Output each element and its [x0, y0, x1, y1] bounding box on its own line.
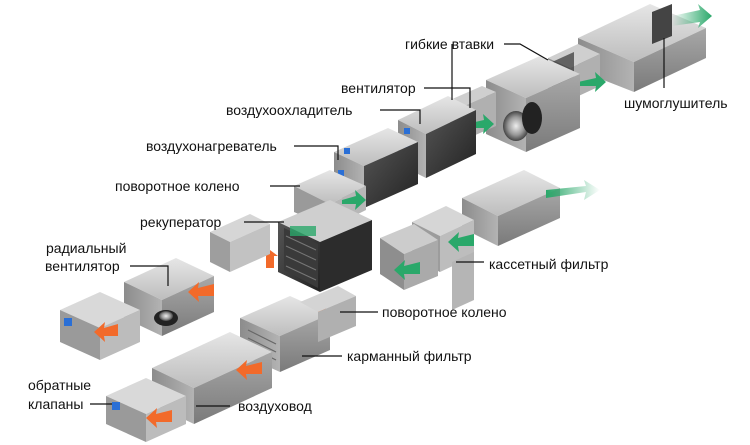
- label-check-valves-line2: клапаны: [28, 396, 84, 412]
- outflow-arrow-green: [672, 4, 712, 28]
- intake-arrow-green: [546, 180, 600, 200]
- intake-duct: [462, 170, 560, 246]
- flow-arrow-fan-in: [466, 114, 494, 134]
- flow-arrow-check-valve-lower: [146, 408, 172, 428]
- flow-arrow-elbow-bottom: [394, 260, 420, 280]
- label-air-duct: воздуховод: [238, 398, 312, 414]
- label-flexible-inserts: гибкие втавки: [405, 36, 495, 52]
- riser-duct: [300, 286, 356, 342]
- flow-arrow-elbow: [342, 190, 366, 210]
- label-pocket-filter: карманный фильтр: [347, 348, 472, 364]
- label-check-valves-line1: обратные: [28, 377, 92, 393]
- flexible-insert-left: [210, 214, 270, 272]
- flow-arrow-cassette: [448, 232, 474, 252]
- label-air-cooler: воздухоохладитель: [226, 102, 353, 118]
- check-valve-lower: [106, 378, 186, 442]
- label-radial-fan-line2: вентилятор: [45, 258, 120, 274]
- label-recuperator: рекуператор: [140, 214, 222, 230]
- label-silencer: шумоглушитель: [624, 95, 728, 111]
- label-turning-elbow-bottom: поворотное колено: [382, 304, 507, 320]
- flow-arrow-air-duct: [236, 360, 262, 380]
- label-turning-elbow-top: поворотное колено: [115, 178, 240, 194]
- flow-arrow-flex: [578, 72, 606, 92]
- recuperator-unit: [278, 200, 372, 292]
- label-fan: вентилятор: [341, 80, 416, 96]
- turning-elbow-bottom-unit: [380, 224, 438, 290]
- label-radial-fan-line1: радиальный: [46, 240, 127, 256]
- label-air-heater: воздухонагреватель: [146, 138, 277, 154]
- label-cassette-filter: кассетный фильтр: [489, 256, 609, 272]
- check-valve-upper: [60, 292, 140, 360]
- leader-lines: [90, 38, 665, 407]
- flow-arrow-check-valve-upper: [94, 322, 118, 342]
- flow-arrow-radial-fan: [188, 282, 214, 302]
- fan-unit: [486, 56, 580, 152]
